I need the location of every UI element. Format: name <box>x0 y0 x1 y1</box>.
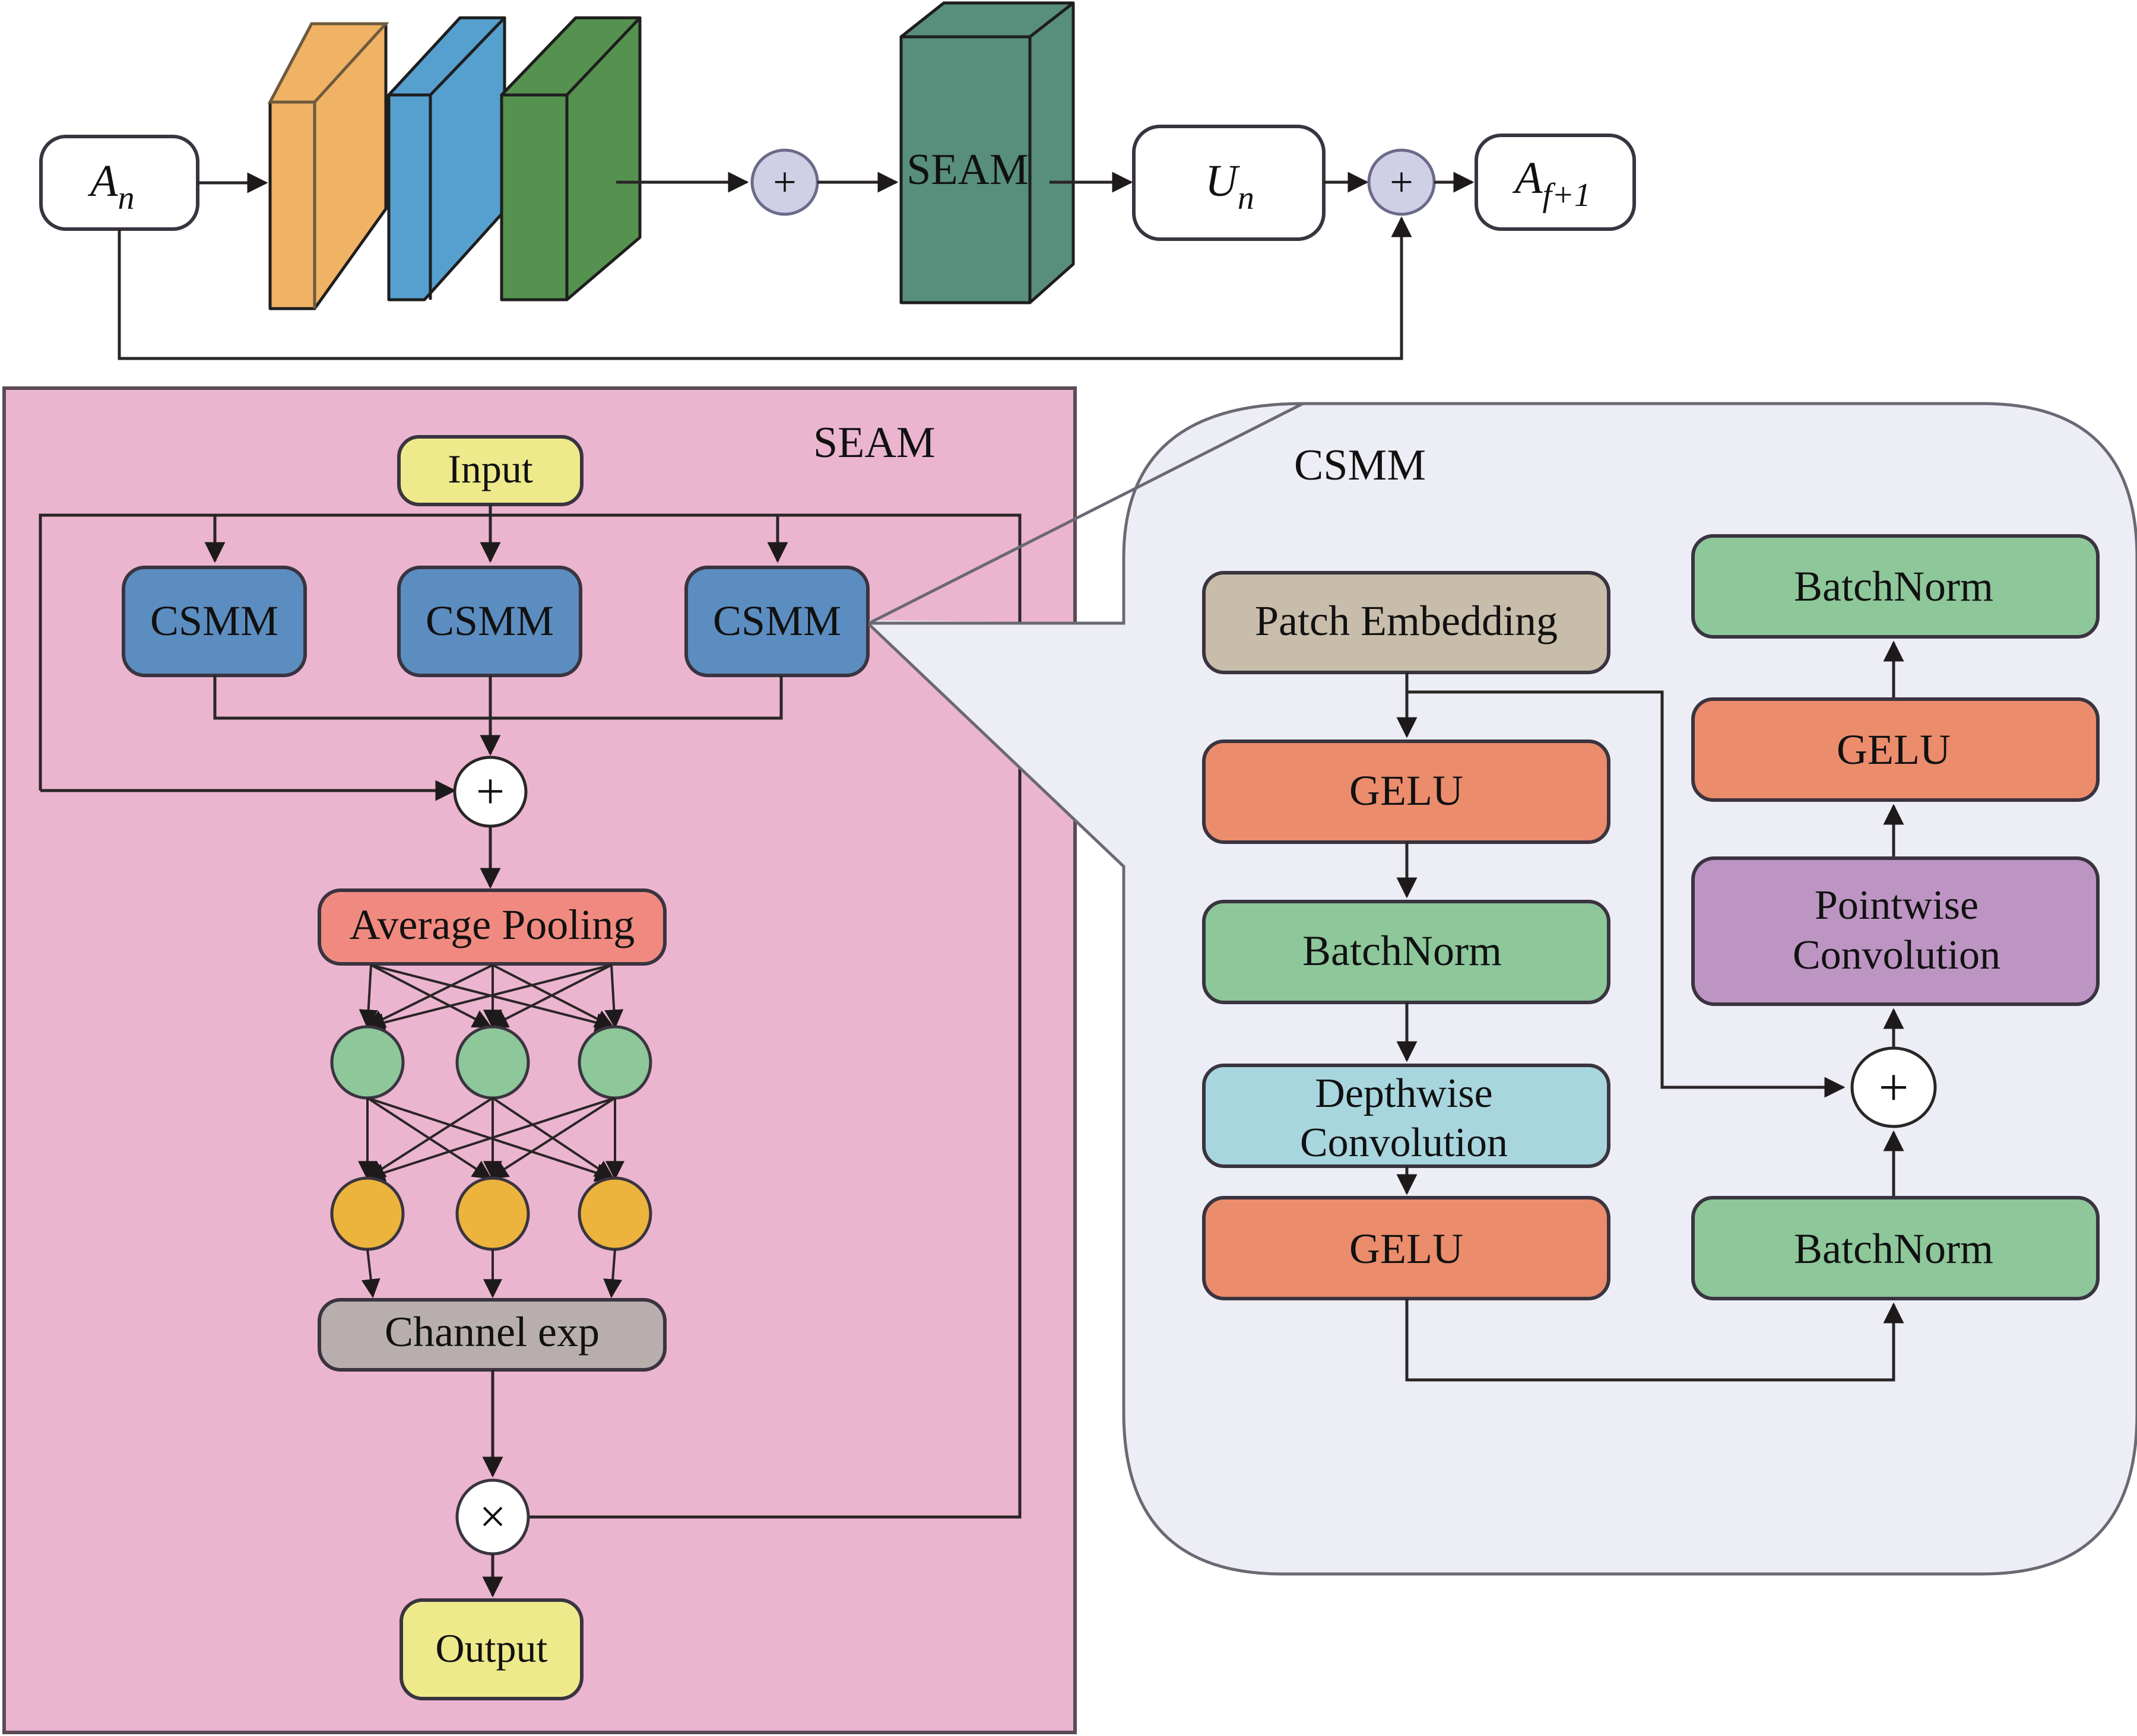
intermediate-node-label: Un <box>1205 156 1254 217</box>
gelu-label: GELU <box>1349 767 1463 814</box>
fc-connections-1 <box>359 964 624 1032</box>
batchnorm-node-left: BatchNorm <box>1202 900 1610 1004</box>
output-neuron-3 <box>578 1176 652 1251</box>
seam-block: SEAM <box>899 1 1075 304</box>
csmm-merge-line <box>213 675 783 720</box>
plus-icon: + <box>1879 1058 1909 1117</box>
top-pipeline: An + <box>39 1 1636 360</box>
batchnorm-node-right-bottom: BatchNorm <box>1691 1196 2100 1300</box>
sum-node-2: + <box>1367 148 1436 216</box>
sum-node-1: + <box>750 148 819 216</box>
patch-embedding-node: Patch Embedding <box>1202 571 1610 674</box>
arrow-neuron-to-exp-3 <box>603 1249 623 1299</box>
fc-connections-2 <box>358 1097 624 1182</box>
pointwise-conv-node: Pointwise Convolution <box>1691 856 2100 1006</box>
csmm-panel: CSMM Patch Embedding GELU BatchNorm Dept… <box>868 402 2137 1576</box>
gelu-label: GELU <box>1837 726 1951 773</box>
seam-multiply-node: × <box>455 1478 530 1556</box>
csmm-panel-title: CSMM <box>1294 441 1426 490</box>
seam-output-node: Output <box>400 1598 584 1700</box>
intermediate-node-un: Un <box>1132 125 1326 241</box>
arrow-gelu-to-batchnorm-right <box>1405 1299 1904 1382</box>
seam-panel: SEAM Input CSMM CSMM CSMM <box>2 386 1077 1734</box>
depthwise-conv-node: Depthwise Convolution <box>1202 1064 1610 1168</box>
output-neuron-1 <box>330 1176 405 1251</box>
plus-icon: + <box>773 160 796 205</box>
average-pooling-node: Average Pooling <box>318 888 667 966</box>
seam-block-label: SEAM <box>906 145 1029 194</box>
csmm-block-label: CSMM <box>150 597 278 645</box>
patch-embedding-label: Patch Embedding <box>1255 597 1558 645</box>
skip-connection-arrow <box>118 216 1412 360</box>
input-node-label: An <box>87 156 134 217</box>
gelu-node-left-1: GELU <box>1202 740 1610 844</box>
output-node-af1: Af+1 <box>1475 134 1636 231</box>
csmm-block-label: CSMM <box>426 597 554 645</box>
batchnorm-label: BatchNorm <box>1794 563 1993 610</box>
batchnorm-label: BatchNorm <box>1302 927 1502 975</box>
plus-icon: + <box>1390 160 1413 205</box>
arrow-neuron-to-exp-1 <box>361 1249 381 1299</box>
csmm-block-2: CSMM <box>397 566 582 677</box>
seam-output-label: Output <box>436 1626 548 1671</box>
depthwise-label-line2: Convolution <box>1300 1120 1508 1166</box>
seam-panel-title: SEAM <box>813 418 936 467</box>
gelu-node-right: GELU <box>1691 697 2100 802</box>
seam-input-node: Input <box>397 435 584 506</box>
csmm-block-1: CSMM <box>122 566 307 677</box>
output-node-label: Af+1 <box>1512 153 1591 214</box>
conv-slab-green <box>500 16 642 302</box>
csmm-block-3: CSMM <box>684 566 870 677</box>
average-pooling-label: Average Pooling <box>350 901 635 948</box>
multiply-icon: × <box>479 1491 506 1543</box>
hidden-neuron-3 <box>578 1025 652 1100</box>
residual-patch-to-sum-arrow <box>1407 690 1846 1098</box>
seam-input-label: Input <box>448 446 533 491</box>
hidden-neuron-2 <box>455 1025 530 1100</box>
conv-slab-blue <box>387 16 506 302</box>
pointwise-label-line2: Convolution <box>1793 932 2000 978</box>
output-neuron-2 <box>455 1176 530 1251</box>
pointwise-label: Pointwise <box>1815 883 1979 928</box>
channel-exp-node: Channel exp <box>318 1298 667 1372</box>
batchnorm-label: BatchNorm <box>1794 1225 1993 1272</box>
input-node-an: An <box>39 135 199 231</box>
batchnorm-node-right-top: BatchNorm <box>1691 534 2100 639</box>
csmm-sum-node: + <box>1850 1046 1937 1128</box>
depthwise-label: Depthwise <box>1315 1071 1492 1116</box>
gelu-node-left-2: GELU <box>1202 1196 1610 1300</box>
hidden-neuron-1 <box>330 1025 405 1100</box>
conv-slab-orange <box>267 22 389 310</box>
csmm-block-label: CSMM <box>713 597 841 645</box>
channel-exp-label: Channel exp <box>385 1308 600 1356</box>
plus-icon: + <box>476 763 505 820</box>
gelu-label: GELU <box>1349 1225 1463 1272</box>
seam-sum-node: + <box>453 756 528 828</box>
